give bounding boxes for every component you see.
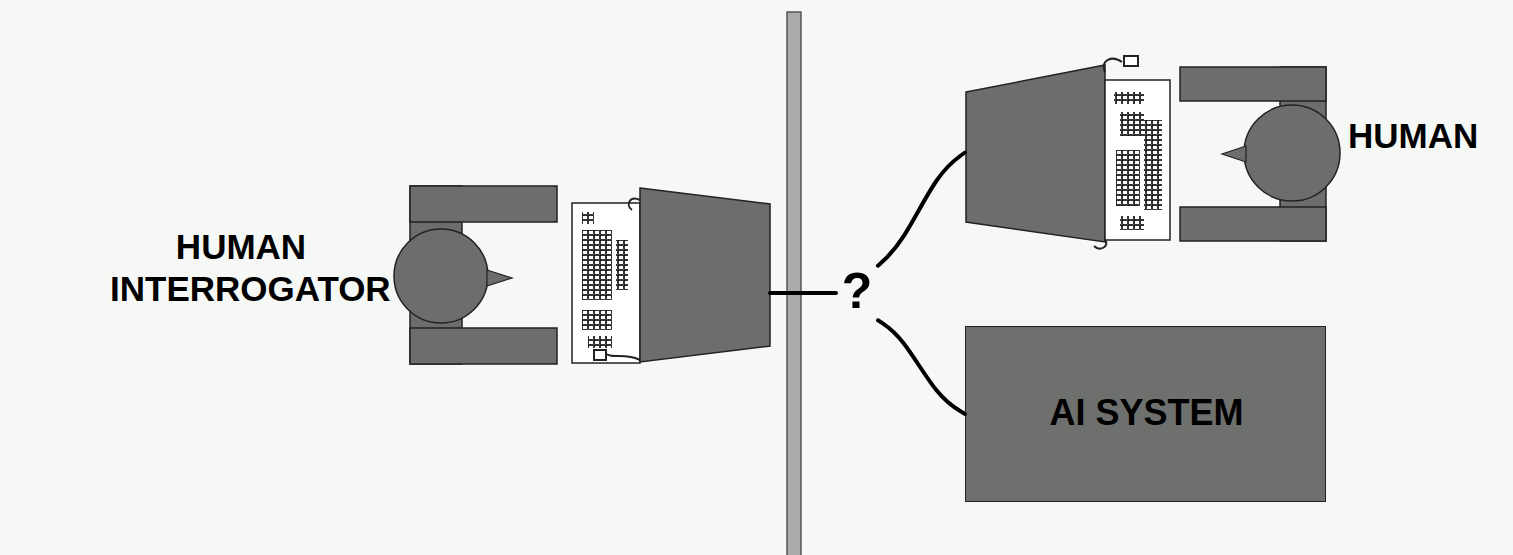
interrogator-keyboard bbox=[572, 203, 640, 363]
interrogator-cables bbox=[594, 199, 640, 360]
human-head bbox=[1244, 105, 1340, 201]
node-label: ? bbox=[836, 264, 878, 319]
human-nose bbox=[1222, 146, 1246, 162]
human-station: HUMAN bbox=[965, 60, 1505, 245]
partition-wall bbox=[787, 12, 801, 555]
junction-mark: ? bbox=[836, 262, 878, 324]
node-label: AI SYSTEM bbox=[966, 391, 1327, 434]
human-keyboard bbox=[1105, 80, 1170, 240]
interrogator-station: HUMAN INTERROGATOR bbox=[105, 186, 770, 400]
node-label: HUMAN bbox=[1348, 115, 1498, 157]
node-label: HUMAN INTERROGATOR bbox=[110, 226, 372, 310]
ai-system-box: AI SYSTEM bbox=[965, 326, 1326, 502]
interrogator-head bbox=[394, 229, 488, 323]
human-monitor bbox=[966, 65, 1105, 242]
connector-wire bbox=[770, 291, 836, 295]
interrogator-monitor bbox=[640, 188, 770, 362]
connector-wire bbox=[878, 320, 965, 414]
interrogator-nose bbox=[487, 270, 512, 286]
connector-wire bbox=[878, 153, 965, 266]
human-cables bbox=[1094, 56, 1138, 248]
